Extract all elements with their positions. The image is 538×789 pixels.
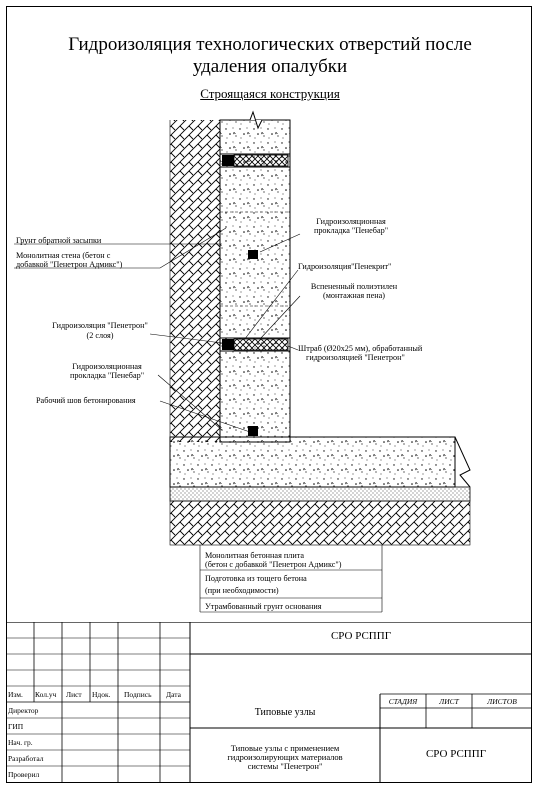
backfill-soil [170,120,220,442]
legend-soil: Утрамбованный грунт основания [205,602,322,611]
stamp-desc-1: Типовые узлы с применением [230,743,340,753]
monolithic-wall [219,119,291,443]
label-penetron-1: Гидроизоляция "Пенетрон" [52,321,148,330]
legend-prep-2: (при необходимости) [205,586,279,595]
legend-prep-1: Подготовка из тощего бетона [205,574,307,583]
role-gip: ГИП [8,722,24,731]
label-joint: Рабочий шов бетонирования [36,396,136,405]
label-wall-1: Монолитная стена (бетон с [16,251,111,260]
label-penebar-right-2: прокладка "Пенебар" [313,226,389,235]
role-nachgr: Нач. гр. [8,738,33,747]
label-wall-2: добавкой "Пенетрон Адмикс") [16,260,123,269]
stamp-desc-2: гидроизолирующих материалов [227,752,343,762]
foam-filled-hole-upper [233,154,289,167]
penebar-strip-lower [222,339,234,350]
label-penetron-2: (2 слоя) [86,331,114,340]
penebar-inside-wall [248,250,258,259]
stamp-title-nodes: Типовые узлы [254,707,316,718]
role-razrab: Разработал [8,754,44,763]
lean-concrete-prep [169,486,471,502]
foam-filled-hole-lower [233,338,289,351]
base-soil [169,500,471,546]
stamp-org-top: СРО РСППГ [330,630,392,642]
role-director: Директор [8,706,39,715]
label-backfill: Грунт обратной засыпки [16,236,102,245]
col-list: Лист [66,690,82,699]
col-ndok: Ндок. [92,690,111,699]
legend-slab-2: (бетон с добавкой "Пенетрон Адмикс") [205,560,342,569]
role-proveril: Проверил [8,770,40,779]
col-data: Дата [166,690,181,699]
title-block: СРО РСППГ Изм. Кол.уч Лист Ндок. Подпись… [6,622,532,783]
stamp-stadia: СТАДИЯ [388,697,418,706]
label-groove-1: Штраб (Ø20х25 мм), обработанный [298,344,423,353]
label-penebar-left-1: Гидроизоляционная [72,362,142,371]
col-izm: Изм. [8,690,23,699]
label-penebar-right-1: Гидроизоляционная [316,217,386,226]
stamp-listov: ЛИСТОВ [487,697,517,706]
label-foam-2: (монтажная пена) [323,291,385,300]
col-podpis: Подпись [124,690,152,699]
penebar-strip-upper [222,155,234,166]
penebar-joint [248,426,258,436]
col-koluch: Кол.уч [35,690,57,699]
stamp-list: ЛИСТ [439,697,459,706]
monolithic-slab [169,436,456,488]
label-penebar-left-2: прокладка "Пенебар" [69,371,145,380]
label-foam-1: Вспененный полиэтилен [310,282,398,291]
label-groove-2: гидроизоляцией "Пенетрон" [306,353,405,362]
title-line-2: удаления опалубки [192,56,348,77]
label-penekrit: Гидроизоляция"Пенекрит" [298,262,392,271]
stamp-desc-3: системы "Пенетрон" [247,761,323,771]
legend-slab-1: Монолитная бетонная плита [205,551,305,560]
stamp-org-bottom: СРО РСППГ [425,748,487,760]
title-line-1: Гидроизоляция технологических отверстий … [68,34,472,55]
subtitle: Строящаяся конструкция [200,86,340,101]
